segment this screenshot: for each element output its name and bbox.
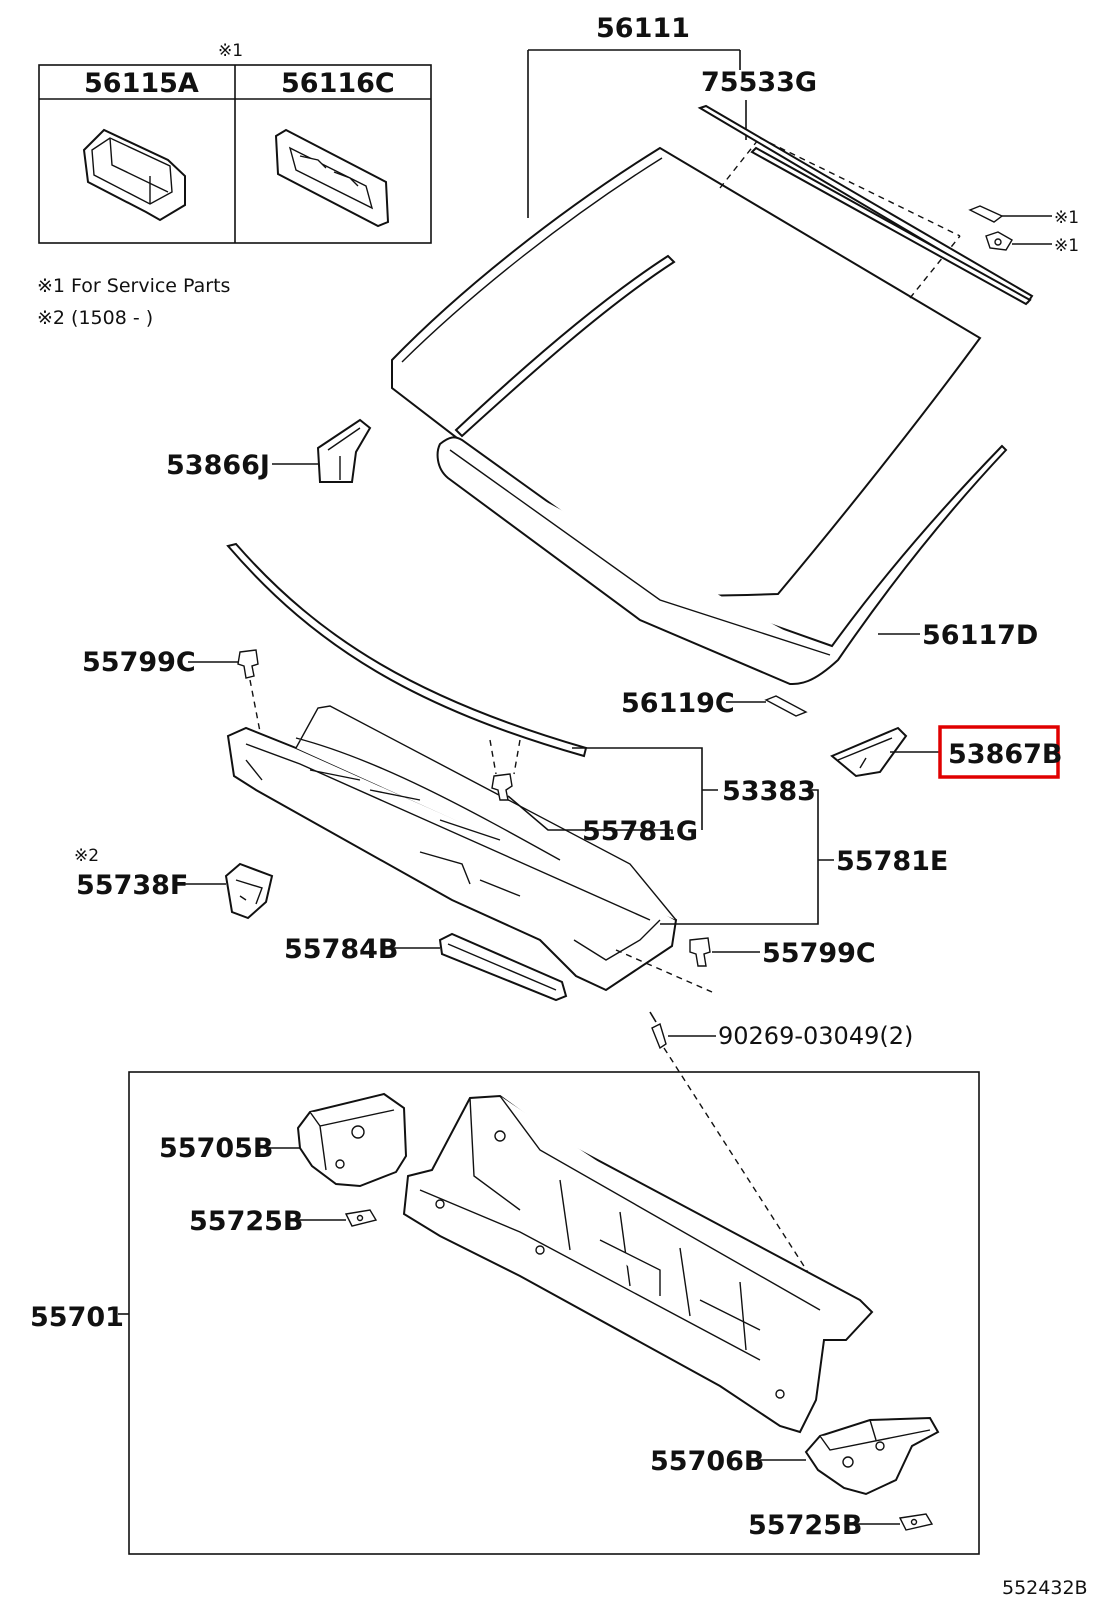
legend-note-2: ※2 (1508 - ) (37, 307, 153, 329)
bolt-90269-03049 (649, 1011, 667, 1050)
bracket-53866j (316, 418, 372, 483)
label-55799c-bottom[interactable]: 55799C (762, 938, 876, 969)
inset-label-56115a[interactable]: 56115A (84, 68, 199, 99)
clip-55799c-top (237, 649, 259, 679)
label-55706b[interactable]: 55706B (650, 1446, 765, 1477)
clip-56115a-drawing (82, 128, 186, 222)
seal-55784b (438, 932, 568, 1002)
diagram-reference-number: 552432B (1002, 1577, 1088, 1599)
service-clip-1 (968, 205, 1004, 223)
cowl-top-seal (226, 542, 588, 758)
label-53866j[interactable]: 53866J (166, 450, 270, 481)
label-55725b-top[interactable]: 55725B (189, 1206, 304, 1237)
tape-56119c (764, 695, 808, 717)
weatherstrip-56117d (436, 254, 1008, 686)
clip-55799c-bottom (689, 937, 711, 967)
label-55701[interactable]: 55701 (30, 1302, 124, 1333)
side-mark-a: ※1 (1054, 208, 1079, 228)
clip-55781g (491, 773, 513, 801)
inset-note-mark: ※1 (218, 41, 243, 61)
plate-56116c-drawing (274, 128, 390, 228)
bracket-55738f (224, 862, 274, 920)
label-55705b[interactable]: 55705B (159, 1133, 274, 1164)
label-56119c[interactable]: 56119C (621, 688, 735, 719)
bracket-55706b (804, 1416, 940, 1496)
cowl-louver-53383 (226, 705, 678, 992)
service-clip-2 (985, 231, 1013, 251)
note-2-mark: ※2 (74, 846, 99, 866)
highlight-53867b (938, 725, 1060, 779)
bracket-55705b (296, 1092, 408, 1188)
label-55738f[interactable]: 55738F (76, 870, 188, 901)
moulding-75533g (697, 104, 1034, 306)
label-90269-03049[interactable]: 90269-03049(2) (718, 1022, 913, 1050)
label-53383[interactable]: 53383 (722, 776, 816, 807)
label-55784b[interactable]: 55784B (284, 934, 399, 965)
dash-panel-55701 (402, 1094, 874, 1434)
label-56111[interactable]: 56111 (596, 13, 690, 44)
label-56117d[interactable]: 56117D (922, 620, 1038, 651)
inset-label-56116c[interactable]: 56116C (281, 68, 395, 99)
bracket-53867b (830, 726, 908, 778)
windshield-glass-56111 (391, 139, 982, 597)
nut-55725b-top (344, 1209, 378, 1227)
label-75533g[interactable]: 75533G (701, 67, 817, 98)
dash-panel-box (128, 1071, 980, 1555)
label-55799c-top[interactable]: 55799C (82, 647, 196, 678)
label-55781g[interactable]: 55781G (582, 816, 698, 847)
side-mark-b: ※1 (1054, 236, 1079, 256)
label-55725b-bottom[interactable]: 55725B (748, 1510, 863, 1541)
nut-55725b-bottom (898, 1513, 934, 1531)
label-55781e[interactable]: 55781E (836, 846, 948, 877)
legend-note-1: ※1 For Service Parts (37, 275, 230, 297)
label-53867b[interactable]: 53867B (948, 739, 1063, 770)
service-parts-inset: ※1 56115A 56116C (38, 41, 432, 244)
